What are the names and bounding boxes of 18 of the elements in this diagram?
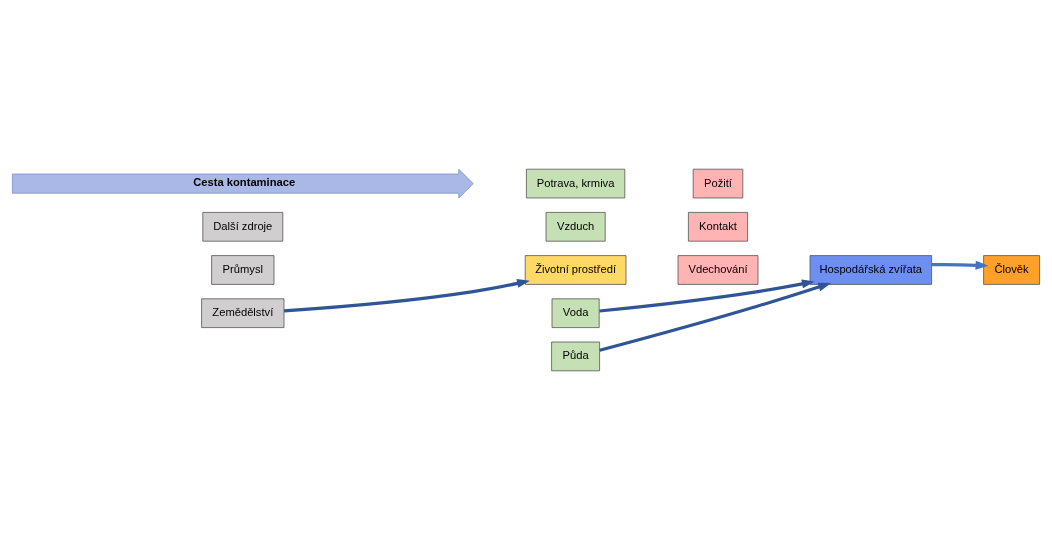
node-box: Vzduch: [545, 211, 606, 242]
node-box: Půda: [551, 341, 600, 371]
node-box: Potrava, krmiva: [526, 168, 626, 198]
node-box: Člověk: [983, 254, 1040, 285]
arrow: [283, 278, 530, 312]
label: Cesta kontaminace: [193, 175, 296, 188]
node-box: Hospodářská zvířata: [809, 254, 932, 285]
arrow: [599, 282, 832, 352]
node-box: Vdechování: [677, 254, 759, 285]
arrow: [931, 260, 989, 270]
node-box: Další zdroje: [202, 211, 284, 242]
node-box: Voda: [551, 297, 600, 328]
node-box: Průmysl: [211, 254, 275, 285]
arrow: [599, 279, 815, 313]
node-box: Životní prostředí: [524, 254, 627, 285]
node-box: Kontakt: [688, 211, 748, 242]
node-box: Požití: [692, 168, 744, 198]
node-box: Zemědělství: [201, 297, 285, 328]
